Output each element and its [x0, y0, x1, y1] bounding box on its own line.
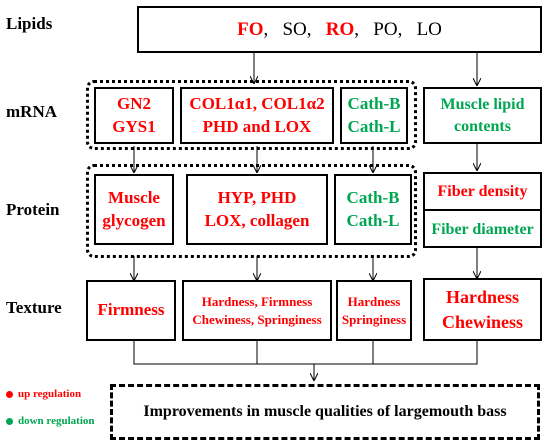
mrna-box-cathepsin: Cath-B Cath-L	[340, 87, 408, 144]
texture-hardness: Hardness	[347, 293, 401, 309]
mrna-box-lipid-contents: Muscle lipid contents	[423, 87, 542, 144]
lipid-ro: RO	[325, 18, 355, 40]
texture-box-firmness: Firmness	[86, 280, 176, 341]
texture-hardness-firmness: Hardness, Firmness	[201, 293, 313, 309]
legend-up: up regulation	[6, 388, 81, 400]
protein-hyp-phd: HYP, PHD	[217, 187, 297, 207]
texture-springiness: Springiness	[341, 311, 407, 327]
protein-group-outline	[86, 164, 417, 258]
lipid-ro-comma: ,	[354, 18, 360, 40]
muscle-lipid-label: Muscle lipid	[440, 95, 525, 113]
row-label-lipids: Lipids	[6, 14, 53, 33]
protein-cath-b: Cath-B	[346, 187, 400, 207]
mrna-cath-b: Cath-B	[347, 93, 401, 113]
row-label-protein: Protein	[6, 200, 60, 219]
mrna-col1: COL1α1, COL1α2	[189, 93, 325, 113]
legend-down: down regulation	[6, 415, 95, 427]
mrna-phd-lox: PHD and LOX	[202, 116, 312, 136]
mrna-cath-l: Cath-L	[347, 116, 401, 136]
protein-glycogen: glycogen	[102, 210, 166, 230]
legend-up-label: up regulation	[18, 388, 82, 400]
outcome-box: Improvements in muscle qualities of larg…	[110, 384, 540, 440]
red-dot-icon	[6, 390, 13, 398]
mrna-gys1: GYS1	[112, 116, 156, 136]
mrna-group-outline	[86, 80, 417, 150]
green-dot-icon	[6, 417, 13, 425]
legend-down-label: down regulation	[18, 415, 95, 427]
contents-label: contents	[454, 117, 511, 135]
mrna-gn2: GN2	[117, 93, 151, 113]
protein-cath-l: Cath-L	[346, 210, 400, 230]
outcome-text: Improvements in muscle qualities of larg…	[143, 403, 507, 421]
texture-box-fiber-effects: Hardness Chewiness	[423, 278, 542, 341]
texture-fiber-chewiness: Chewiness	[441, 311, 523, 332]
lipid-so: SO,	[282, 18, 312, 40]
mrna-box-glycogen-genes: GN2 GYS1	[94, 87, 174, 144]
mrna-box-collagen-genes: COL1α1, COL1α2 PHD and LOX	[180, 87, 334, 144]
lipid-po: PO,	[373, 18, 403, 40]
texture-box-collagen-effects: Hardness, Firmness Chewiness, Springines…	[182, 280, 332, 341]
texture-chewiness-springiness: Chewiness, Springiness	[192, 311, 322, 327]
protein-box-cathepsin: Cath-B Cath-L	[334, 174, 412, 245]
texture-firmness: Firmness	[97, 300, 165, 320]
lipid-fo: FO	[237, 18, 264, 40]
protein-box-fiber: Fiber density Fiber diameter	[423, 172, 542, 248]
row-label-texture: Texture	[6, 298, 62, 317]
protein-box-glycogen: Muscle glycogen	[94, 174, 174, 245]
texture-fiber-hardness: Hardness	[445, 287, 519, 308]
texture-join-line	[133, 341, 478, 365]
fiber-density: Fiber density	[437, 183, 528, 200]
fiber-diameter: Fiber diameter	[431, 221, 534, 238]
texture-box-cathepsin-effects: Hardness Springiness	[336, 280, 412, 341]
lipid-lo: LO	[416, 18, 442, 40]
protein-lox-collagen: LOX, collagen	[204, 210, 310, 230]
lipid-fo-comma: ,	[263, 18, 269, 40]
lipids-box: FO, SO, RO, PO, LO	[137, 6, 542, 53]
protein-box-collagen: HYP, PHD LOX, collagen	[186, 174, 328, 245]
protein-muscle: Muscle	[108, 187, 160, 207]
row-label-mrna: mRNA	[6, 102, 57, 121]
